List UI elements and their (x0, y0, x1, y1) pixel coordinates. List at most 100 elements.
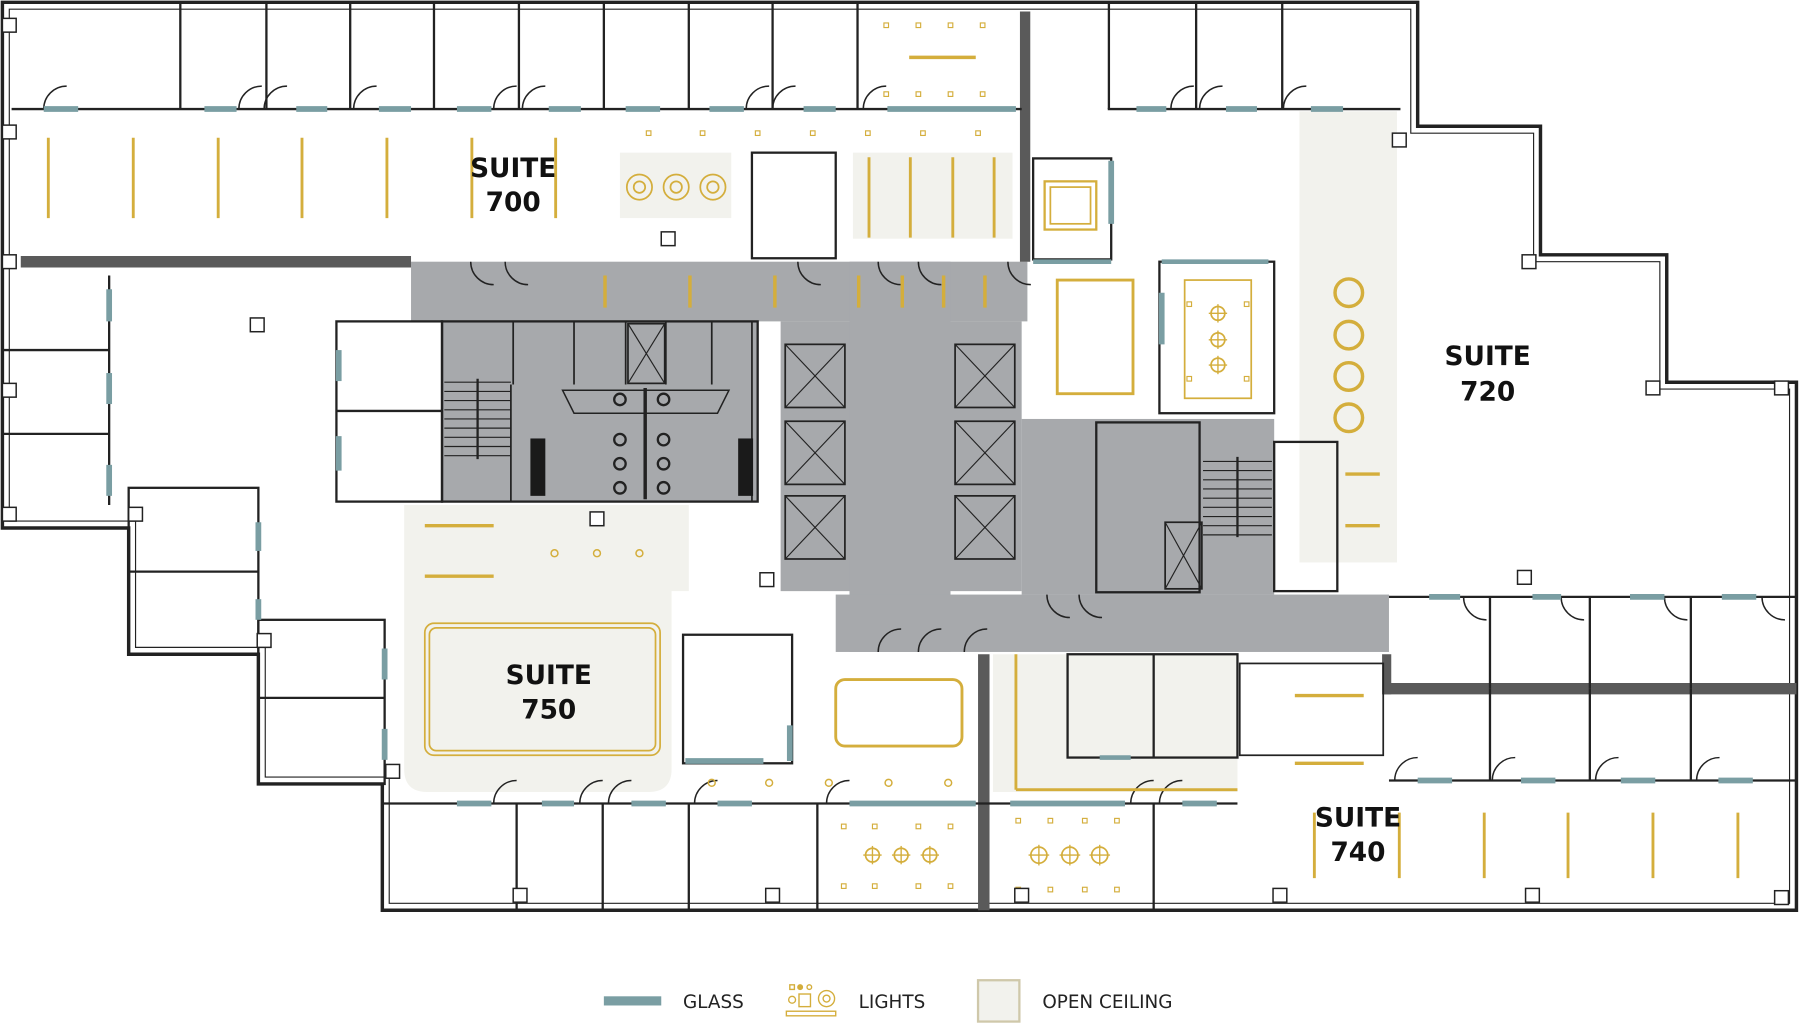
elevator-shaft (954, 494, 1016, 560)
suite-750-label[interactable]: SUITE 750 (506, 661, 592, 725)
building-column (1773, 380, 1790, 396)
spot-light (1243, 301, 1250, 308)
spot-light (947, 883, 954, 889)
elevator-cross (1164, 521, 1203, 590)
downlight (592, 549, 602, 558)
glass-swatch-icon (603, 996, 662, 1006)
elevator-cross (954, 343, 1016, 408)
open-ceiling-area (852, 152, 1013, 239)
door-swing (1560, 596, 1585, 621)
spot-light (883, 91, 890, 97)
suite-720-label[interactable]: SUITE 720 (1445, 342, 1531, 408)
suite-700-label[interactable]: SUITE 700 (470, 154, 556, 218)
door-swing (1282, 85, 1307, 110)
svg-text:750: 750 (521, 696, 576, 726)
spot-light (871, 823, 878, 830)
door-swing (504, 261, 529, 286)
building-column (764, 887, 781, 903)
building-column (660, 231, 676, 247)
ring-light (1333, 277, 1365, 309)
core-area (780, 321, 850, 592)
elevator-cross (784, 495, 846, 560)
svg-text:LIGHTS: LIGHTS (859, 992, 926, 1013)
cove-light (834, 678, 964, 748)
building-core (411, 261, 1389, 652)
building-column (1, 506, 17, 522)
door-swing (1078, 594, 1103, 619)
toilet-icon (656, 432, 671, 447)
building-column (1524, 887, 1541, 903)
building-column (1521, 254, 1537, 270)
door-swing (1761, 596, 1785, 621)
open-ceiling-area (619, 152, 732, 219)
spot-light (920, 130, 926, 137)
elevator-cross (627, 323, 666, 384)
spot-light (975, 130, 981, 137)
building-column (1, 254, 17, 270)
spot-light (754, 130, 761, 137)
door-swing (917, 628, 942, 652)
door-swing (263, 85, 288, 110)
suite-740-label[interactable]: SUITE 740 (1315, 803, 1401, 867)
door-swing (745, 85, 770, 110)
office-room (750, 151, 837, 260)
core-area (849, 261, 951, 652)
toilet-icon (656, 392, 671, 407)
spot-light (979, 91, 986, 97)
door-swing (771, 85, 796, 110)
door-swing (797, 261, 821, 286)
cove-light (428, 626, 657, 752)
walls (0, 0, 1799, 912)
toilet-icon (613, 432, 627, 447)
spot-light (947, 91, 954, 97)
spot-light (1081, 817, 1088, 824)
spot-light (1114, 817, 1120, 824)
core-area (835, 594, 1389, 652)
spot-light (915, 22, 922, 29)
light-fixtures (46, 22, 1740, 893)
cove-light (423, 622, 661, 757)
spot-light (864, 130, 871, 137)
svg-text:OPEN CEILING: OPEN CEILING (1042, 992, 1172, 1013)
toilet-icon (613, 456, 627, 471)
restroom-block (440, 320, 759, 503)
pendant-light (625, 173, 653, 201)
svg-text:SUITE: SUITE (1445, 342, 1531, 372)
svg-text:SUITE: SUITE (1315, 803, 1401, 833)
spot-light (1243, 375, 1250, 382)
elevator-cross (784, 420, 846, 485)
lights-swatch-icon (785, 984, 837, 1017)
door-swing (1007, 261, 1031, 286)
building-column (249, 317, 265, 333)
open-ceiling-swatch-icon (976, 979, 1021, 1023)
building-column (1516, 569, 1533, 585)
door-swing (1491, 756, 1516, 781)
exterior-wall-inner (8, 8, 1791, 904)
cove-light (1055, 278, 1135, 396)
door-swing (1129, 779, 1154, 804)
building-column (512, 887, 528, 903)
door-swing (352, 85, 377, 110)
ring-light (1333, 360, 1365, 392)
elevator-shaft (954, 343, 1016, 409)
door-swing (825, 779, 850, 804)
door-swing (1198, 85, 1223, 110)
building-column (759, 572, 775, 588)
svg-text:SUITE: SUITE (506, 661, 592, 691)
spot-light (915, 883, 922, 889)
office-room (681, 633, 794, 765)
spot-light (915, 91, 922, 97)
door-swing (1046, 594, 1070, 619)
door-swing (877, 261, 902, 286)
svg-text:GLASS: GLASS (683, 992, 744, 1013)
svg-text:SUITE: SUITE (470, 154, 556, 184)
building-column (256, 632, 272, 649)
pendant-light-core (669, 180, 683, 194)
core-fixtures (1, 17, 1790, 906)
elevator-shaft (784, 343, 846, 409)
spot-light (947, 22, 954, 29)
spot-light (1015, 817, 1022, 824)
spot-light (1186, 375, 1193, 382)
spot-light (840, 823, 847, 830)
ring-light (1333, 319, 1365, 351)
